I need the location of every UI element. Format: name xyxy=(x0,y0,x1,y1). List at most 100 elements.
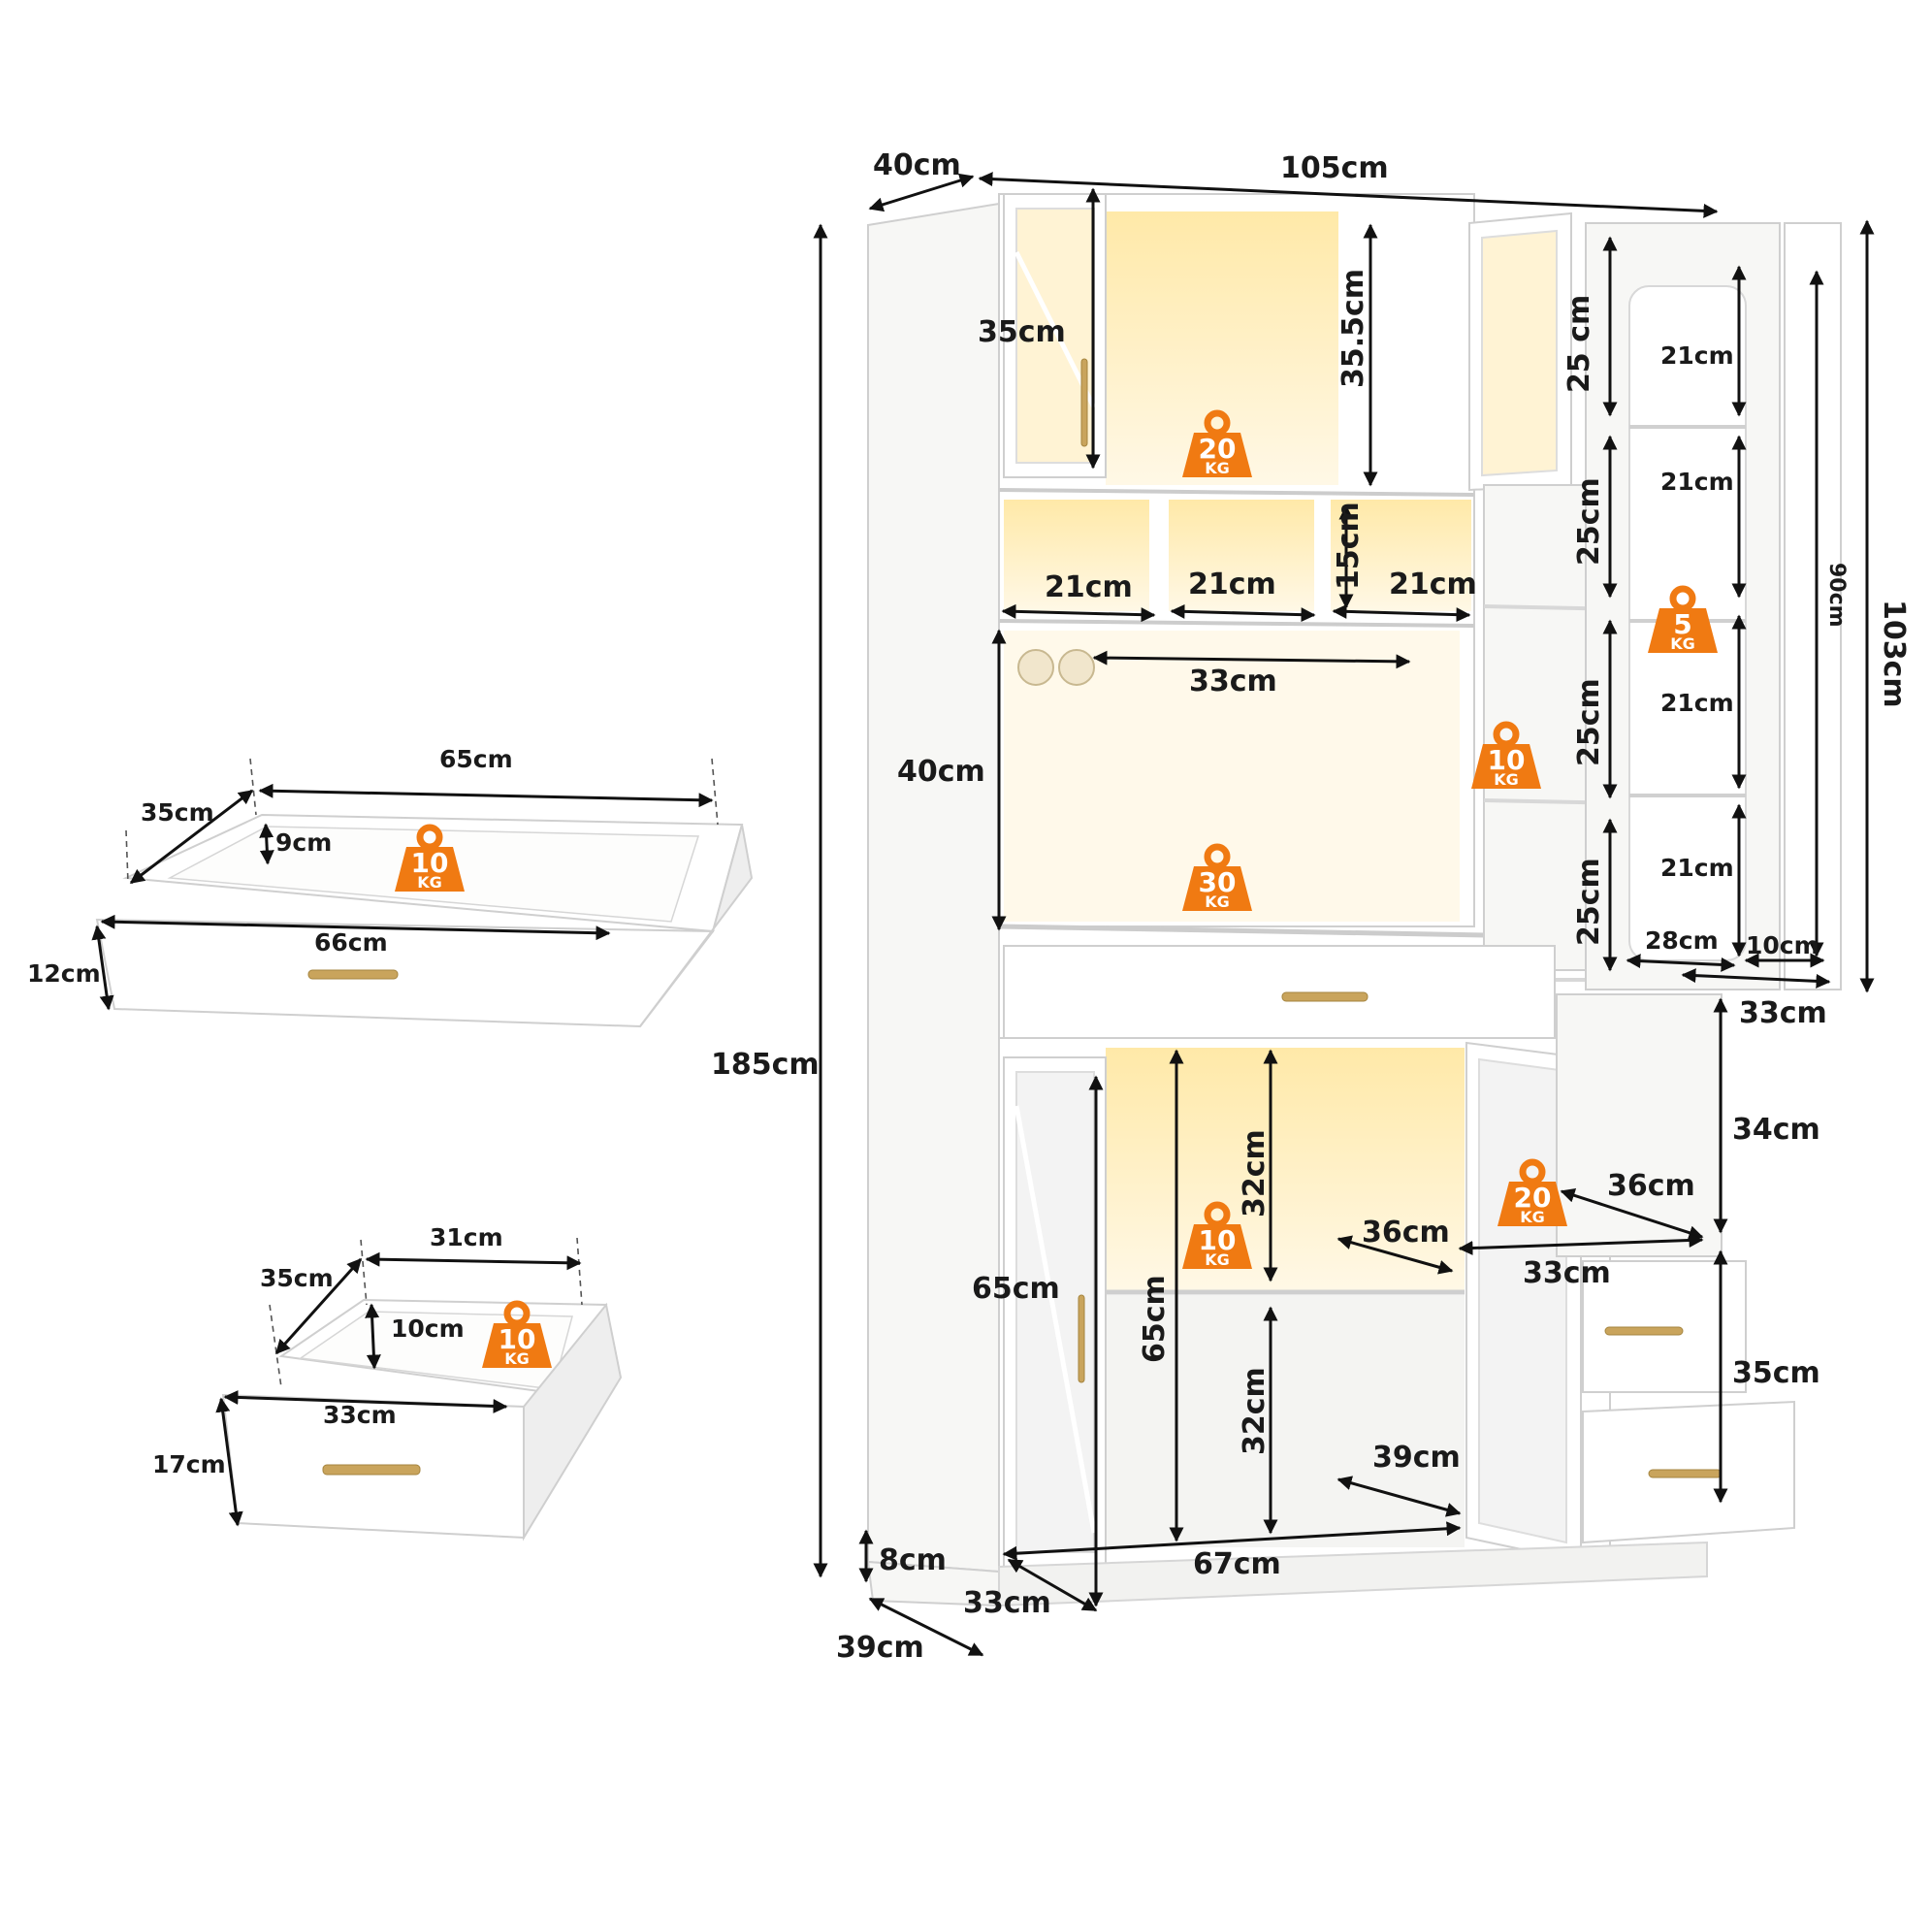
base-depth-label: 39cm xyxy=(836,1631,924,1665)
large-drawer-illustration: 65cm 35cm 9cm 66cm 12cm 10 KG xyxy=(27,745,754,1028)
side-shelf-height-label-2: 25cm xyxy=(1572,477,1606,566)
lower-left-door-handle xyxy=(1078,1294,1085,1383)
cubby-right xyxy=(1331,500,1471,611)
weight-badge-side-shelf: 10 KG xyxy=(1471,725,1541,789)
small-drawer-handle xyxy=(322,1464,421,1476)
small-drawer-illustration: 31cm 35cm 10cm 33cm 17cm 10 KG xyxy=(152,1223,623,1542)
cubby-left xyxy=(1004,500,1149,611)
svg-text:KG: KG xyxy=(1205,893,1230,911)
door-rack-height-label-4: 21cm xyxy=(1660,854,1734,882)
lower-shelf-depth-label: 36cm xyxy=(1362,1216,1450,1250)
svg-text:KG: KG xyxy=(1670,634,1695,653)
large-drawer-front-height-line xyxy=(91,925,114,1011)
right-upper-drawer-handle xyxy=(1604,1326,1684,1336)
base-depth-front-label: 33cm xyxy=(963,1586,1051,1620)
right-door-inner-height-label: 90cm xyxy=(1824,563,1849,628)
pantry-cabinet-illustration xyxy=(866,193,1842,1607)
svg-text:5: 5 xyxy=(1673,608,1691,640)
large-drawer-front-width-label: 66cm xyxy=(314,928,388,957)
lower-shelf-height-bottom-label: 32cm xyxy=(1238,1367,1272,1455)
svg-text:10: 10 xyxy=(499,1323,536,1355)
weight-badge-top-compartment: 20 KG xyxy=(1182,413,1252,477)
cubby-height-label: 15cm xyxy=(1332,502,1366,590)
overall-width-label: 105cm xyxy=(1280,151,1389,185)
middle-drawer-handle xyxy=(1281,991,1368,1002)
large-drawer-width-line xyxy=(258,783,714,808)
outlet-right-icon xyxy=(1058,649,1095,686)
lower-upper-shelf xyxy=(1106,1048,1465,1290)
lower-cabinet-width-label: 67cm xyxy=(1193,1547,1281,1581)
lower-shelf-height-top-label: 32cm xyxy=(1238,1129,1272,1217)
cubby-width-label-1: 21cm xyxy=(1045,570,1133,604)
large-drawer-depth-label: 35cm xyxy=(141,798,214,827)
side-shelf-height-label-1: 25 cm xyxy=(1562,295,1596,393)
lower-door-height-label: 65cm xyxy=(972,1272,1060,1306)
door-rack-height-label-2: 21cm xyxy=(1660,468,1734,496)
large-drawer-front-height-label: 12cm xyxy=(27,959,101,988)
svg-text:KG: KG xyxy=(1520,1208,1545,1226)
door-rack-height-label-3: 21cm xyxy=(1660,689,1734,717)
small-drawer-inner-height-label: 10cm xyxy=(391,1315,465,1343)
weight-badge-door-rack: 5 KG xyxy=(1648,589,1718,653)
top-compartment-height-label: 35.5cm xyxy=(1336,269,1370,388)
svg-text:20: 20 xyxy=(1199,433,1237,465)
svg-text:10: 10 xyxy=(1199,1224,1237,1256)
cubby-width-label-2: 21cm xyxy=(1188,568,1276,601)
top-left-door-handle xyxy=(1080,358,1088,447)
door-rack-width-label: 28cm xyxy=(1645,926,1719,955)
large-drawer-inner-height-label: 9cm xyxy=(275,828,332,857)
cabinet-left-side xyxy=(867,202,1000,1574)
overall-depth-label: 40cm xyxy=(873,148,961,182)
weight-badge-large-drawer: 10 KG xyxy=(395,828,465,892)
small-drawer-front-width-label: 33cm xyxy=(323,1401,397,1429)
weight-badge-small-drawer: 10 KG xyxy=(482,1304,552,1368)
svg-text:10: 10 xyxy=(411,847,449,879)
small-drawer-width-line xyxy=(365,1251,582,1271)
large-drawer-handle xyxy=(307,969,399,980)
small-drawer-front-height-label: 17cm xyxy=(152,1450,226,1478)
door-rack-height-label-1: 21cm xyxy=(1660,341,1734,370)
right-module-depth-label: 33cm xyxy=(1739,996,1827,1030)
small-drawer-depth-label: 35cm xyxy=(260,1264,334,1292)
svg-text:KG: KG xyxy=(1205,1250,1230,1269)
large-drawer-inner-height-line xyxy=(259,823,274,865)
small-drawer-front-width-line xyxy=(223,1389,508,1414)
right-open-shelf-height-label: 34cm xyxy=(1732,1113,1820,1147)
lower-cabinet-height-label: 65cm xyxy=(1138,1275,1172,1363)
weight-badge-countertop: 30 KG xyxy=(1182,847,1252,911)
right-open-shelf-width-label: 36cm xyxy=(1607,1169,1695,1203)
svg-text:KG: KG xyxy=(504,1349,530,1368)
weight-badge-right-open-shelf: 20 KG xyxy=(1497,1162,1567,1226)
door-rack-depth-label: 10cm xyxy=(1746,931,1819,959)
small-drawer-width-label: 31cm xyxy=(430,1223,503,1251)
middle-drawer xyxy=(1003,945,1556,1039)
outlet-left-icon xyxy=(1017,649,1054,686)
small-drawer-depth-line xyxy=(274,1257,363,1355)
lower-bottom-depth-label: 39cm xyxy=(1372,1441,1461,1475)
countertop-width-label: 33cm xyxy=(1189,665,1277,698)
lower-right-door-width-label: 33cm xyxy=(1523,1256,1611,1290)
large-drawer-depth-line xyxy=(129,789,254,885)
upper-right-height-label: 103cm xyxy=(1877,600,1911,708)
svg-text:30: 30 xyxy=(1199,866,1237,898)
right-drawers-height-label: 35cm xyxy=(1732,1356,1820,1390)
cubby-width-label-3: 21cm xyxy=(1389,568,1477,601)
cabinet-dimension-labels: 40cm 105cm 185cm 103cm 90cm 35cm 35.5cm … xyxy=(711,148,1911,1665)
right-lower-drawer-handle xyxy=(1648,1469,1723,1478)
small-drawer-front-height-line xyxy=(215,1397,243,1527)
svg-text:10: 10 xyxy=(1488,744,1526,776)
overall-height-label: 185cm xyxy=(711,1048,820,1082)
svg-text:KG: KG xyxy=(1205,459,1230,477)
weight-badge-lower-shelf: 10 KG xyxy=(1182,1205,1252,1269)
svg-text:KG: KG xyxy=(1494,770,1519,789)
cabinet-dimension-lines xyxy=(813,172,1875,1657)
cubby-middle xyxy=(1169,500,1314,611)
large-drawer-front-width-line xyxy=(100,914,611,941)
top-left-door-height-label: 35cm xyxy=(978,315,1066,349)
large-drawer-width-label: 65cm xyxy=(439,745,513,773)
svg-text:20: 20 xyxy=(1514,1182,1552,1214)
toe-kick-height-label: 8cm xyxy=(879,1543,947,1577)
countertop-opening-height-label: 40cm xyxy=(897,755,985,789)
side-shelf-height-label-3: 25cm xyxy=(1572,678,1606,766)
